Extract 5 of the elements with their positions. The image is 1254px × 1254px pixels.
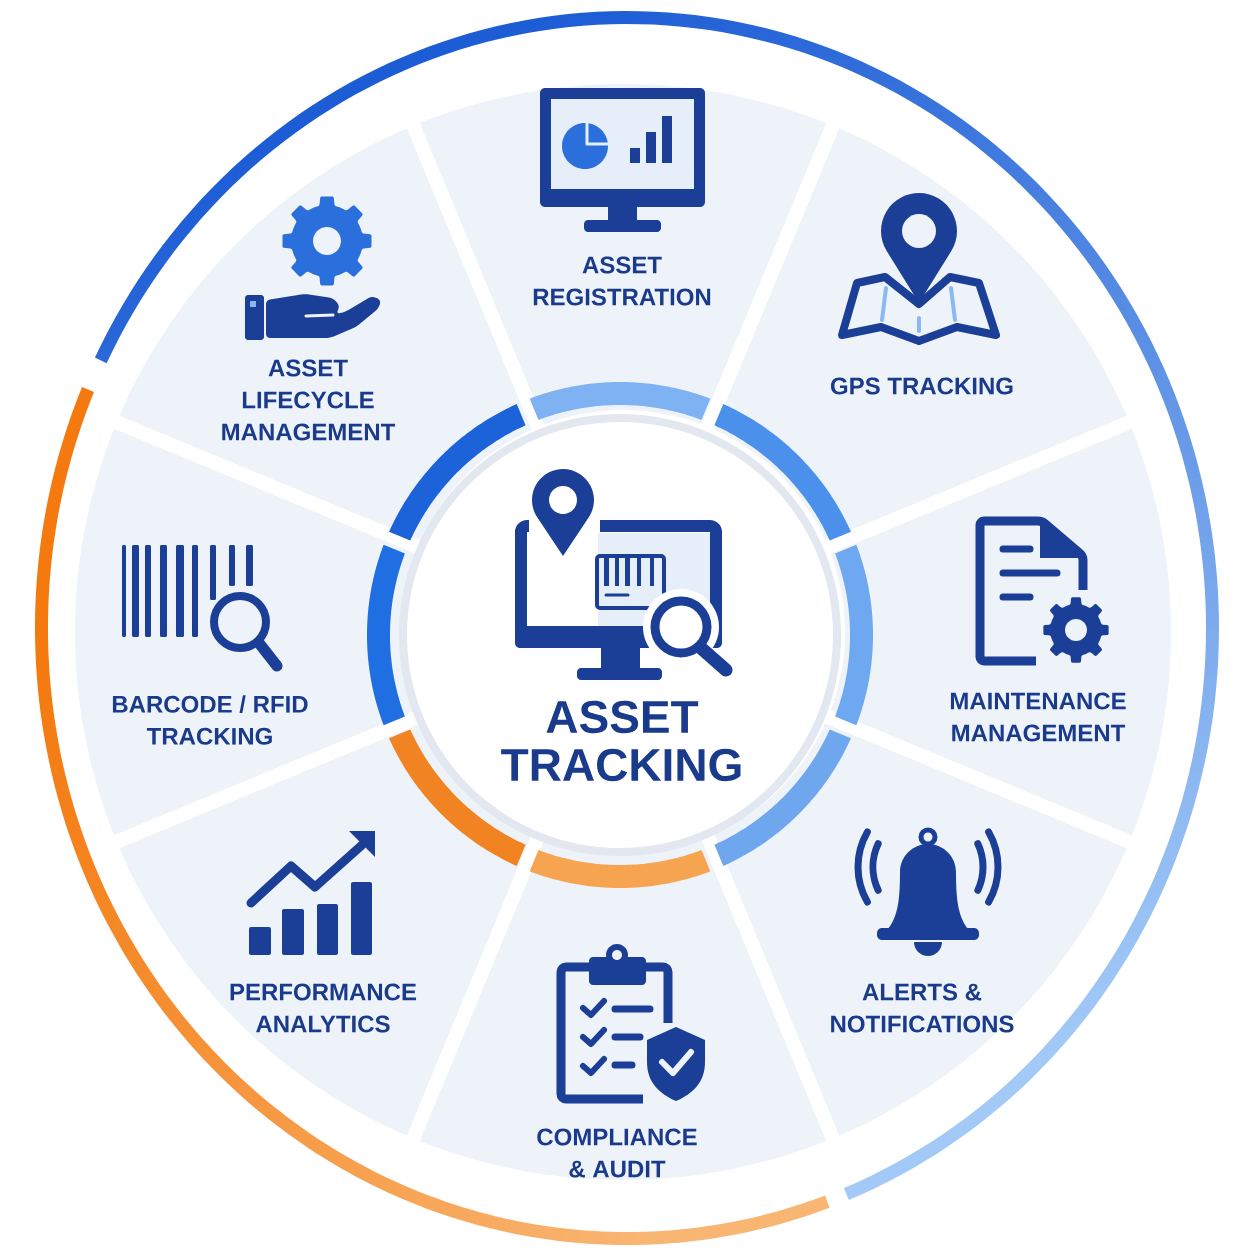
node-label: ASSET LIFECYCLE MANAGEMENT <box>222 359 396 441</box>
node-label: MAINTENANCE MANAGEMENT <box>950 692 1126 742</box>
node-label: ASSET REGISTRATION <box>533 256 711 306</box>
node-label: COMPLIANCE & AUDIT <box>537 1128 697 1178</box>
node-label: GPS TRACKING <box>830 377 1013 395</box>
